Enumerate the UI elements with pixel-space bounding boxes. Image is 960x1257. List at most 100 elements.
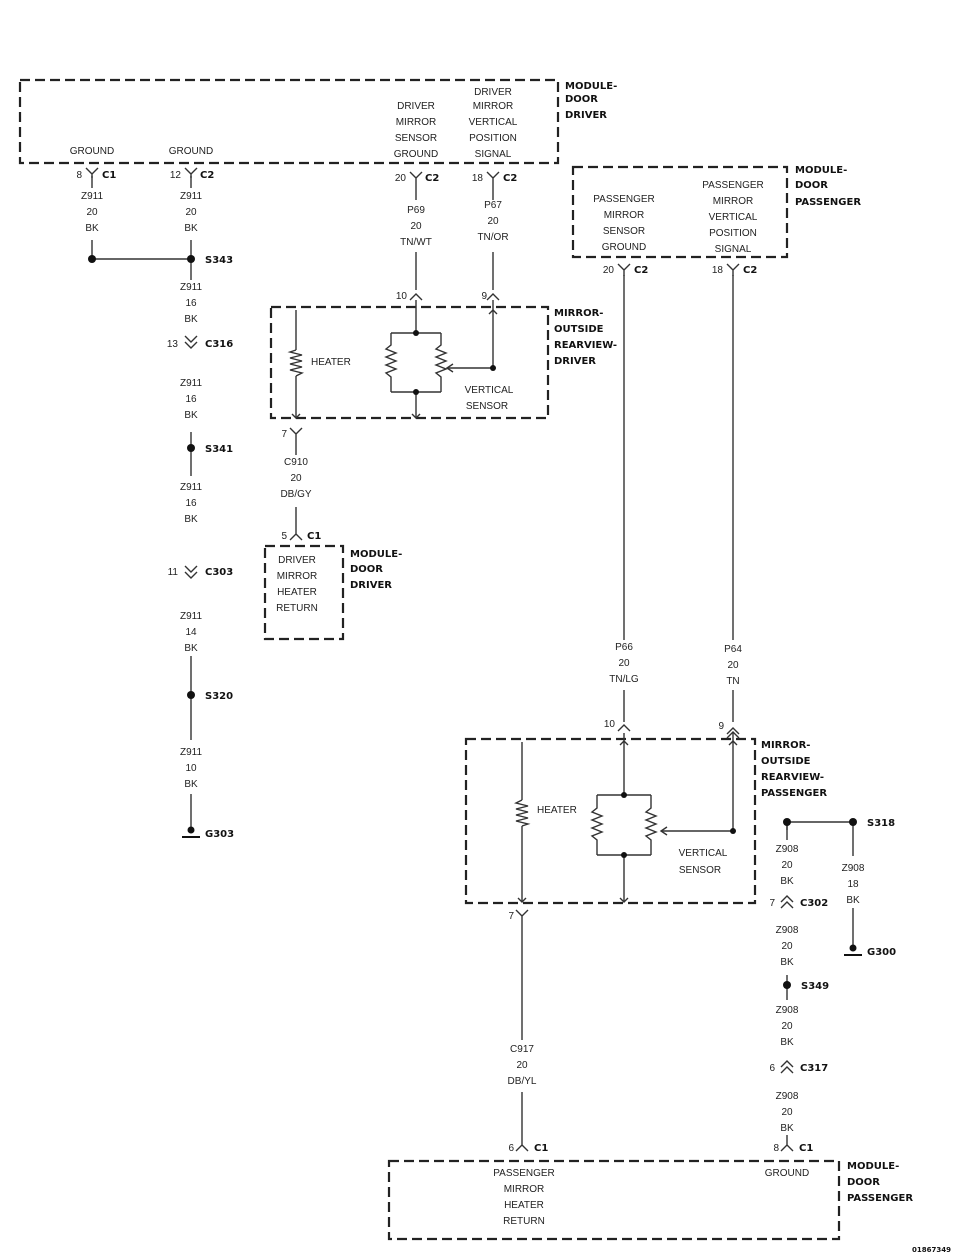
drv-pin-10: 10	[396, 291, 408, 302]
dot-left-s343	[88, 255, 96, 263]
w4-gauge: 16	[185, 394, 197, 405]
connector-symbols	[85, 167, 794, 1152]
ground-symbols	[182, 826, 862, 956]
module-door-driver-title-1: MODULE-	[565, 81, 617, 92]
g303-dot	[187, 826, 195, 834]
c1-8-name: C1	[102, 170, 116, 181]
arrow-pass-sensor-out	[619, 897, 629, 903]
dot-s318	[849, 818, 857, 826]
dot-pass-wiper	[730, 828, 736, 834]
dot-s343	[187, 255, 195, 263]
module-door-passenger2-title-1: MODULE-	[847, 1161, 899, 1172]
c917-gauge: 20	[516, 1060, 528, 1071]
driver-heater-return-4: RETURN	[276, 603, 318, 614]
pass-vertical-signal-4: POSITION	[709, 228, 757, 239]
pass-heater-coil	[513, 799, 531, 827]
pass-sensor-ground-2: MIRROR	[604, 210, 645, 221]
z908b-gauge: 20	[781, 941, 793, 952]
c2-20p-name: C2	[634, 265, 648, 276]
c910-code: C910	[284, 457, 308, 468]
c1-6-name: C1	[534, 1143, 548, 1154]
w4-code: Z911	[180, 378, 202, 389]
w6-color: BK	[184, 643, 198, 654]
mirror-driver-title-1: MIRROR-	[554, 308, 603, 319]
w7-code: Z911	[180, 747, 202, 758]
z908b-code: Z908	[776, 925, 799, 936]
w3-code: Z911	[180, 282, 202, 293]
driver-heater-return-2: MIRROR	[277, 571, 318, 582]
c917-color: DB/YL	[508, 1076, 537, 1087]
pass-heater-return-2: MIRROR	[504, 1184, 545, 1195]
driver-vertical-signal-5: SIGNAL	[475, 149, 512, 160]
w7-gauge: 10	[185, 763, 197, 774]
module-door-passenger-title-3: PASSENGER	[795, 197, 861, 208]
c2-20-pin: 20	[395, 173, 407, 184]
c2-12-pin: 12	[170, 170, 182, 181]
w3-gauge: 16	[185, 298, 197, 309]
wires	[91, 176, 854, 1140]
mirror-driver-title-3: REARVIEW-	[554, 340, 617, 351]
pass-module-ground: GROUND	[765, 1168, 809, 1179]
driver-sensor-ground-2: MIRROR	[396, 117, 437, 128]
module-door-driver-title-3: DRIVER	[565, 110, 607, 121]
z908a-gauge: 20	[781, 860, 793, 871]
dot-drv-sensor-bot	[413, 389, 419, 395]
sym-c2-12	[184, 167, 198, 178]
c1-8-pin: 8	[76, 170, 82, 181]
p69-color: TN/WT	[400, 237, 432, 248]
sym-drv-7	[289, 427, 303, 440]
arrow-driver-sig-top	[488, 309, 498, 315]
pass-vertical-signal-5: SIGNAL	[715, 244, 752, 255]
sym-c2-18	[486, 171, 500, 188]
dot-pass-sensor-top	[621, 792, 627, 798]
mirror-driver-title-4: DRIVER	[554, 356, 596, 367]
pass-vertical-signal-1: PASSENGER	[702, 180, 764, 191]
c2-18p-pin: 18	[712, 265, 724, 276]
driver-heater-label: HEATER	[311, 357, 351, 368]
w2-color: BK	[184, 223, 198, 234]
z908g-color: BK	[846, 895, 860, 906]
p69-code: P69	[407, 205, 425, 216]
c303-name: C303	[205, 567, 233, 578]
pass-sensor-ground-3: SENSOR	[603, 226, 645, 237]
z908c-gauge: 20	[781, 1021, 793, 1032]
c316-name: C316	[205, 339, 233, 350]
p67-color: TN/OR	[477, 232, 508, 243]
driver-heater-return-3: HEATER	[277, 587, 317, 598]
driver-vertical-signal-1: DRIVER	[474, 87, 512, 98]
w2-gauge: 20	[185, 207, 197, 218]
module-door-driver2-title-1: MODULE-	[350, 549, 402, 560]
c2-18-pin: 18	[472, 173, 484, 184]
splice-dots	[88, 255, 857, 989]
driver-vertical-signal-4: POSITION	[469, 133, 517, 144]
mirror-pass-title-4: PASSENGER	[761, 788, 827, 799]
components	[287, 333, 658, 855]
mirror-pass-title-2: OUTSIDE	[761, 756, 811, 767]
sym-c316	[184, 335, 198, 349]
arrow-pass-gnd-top	[619, 740, 629, 746]
c1-5-name: C1	[307, 531, 321, 542]
driver-vertical-signal-3: VERTICAL	[469, 117, 518, 128]
dot-s341	[187, 444, 195, 452]
driver-sensor-ground-3: SENSOR	[395, 133, 437, 144]
z908g-gauge: 18	[847, 879, 859, 890]
module-door-driver-heater-box	[263, 544, 345, 641]
driver-resistor-right	[434, 333, 448, 392]
pass-vertical-sensor-1: VERTICAL	[679, 848, 728, 859]
s341-label: S341	[205, 444, 233, 455]
arrow-driver-sensor-out	[411, 413, 421, 419]
module-door-driver2-title-2: DOOR	[350, 564, 383, 575]
p64-color: TN	[726, 676, 739, 687]
c2-18-name: C2	[503, 173, 517, 184]
pass-pin-10: 10	[604, 719, 616, 730]
pass-pin-7: 7	[508, 911, 514, 922]
pass-resistor-right	[644, 795, 658, 855]
sym-c303	[184, 565, 198, 579]
arrow-pass-sig-top	[728, 740, 738, 746]
g303-label: G303	[205, 829, 234, 840]
sym-c1-8	[85, 167, 99, 178]
drv-pin-9: 9	[481, 291, 487, 302]
p66-gauge: 20	[618, 658, 630, 669]
